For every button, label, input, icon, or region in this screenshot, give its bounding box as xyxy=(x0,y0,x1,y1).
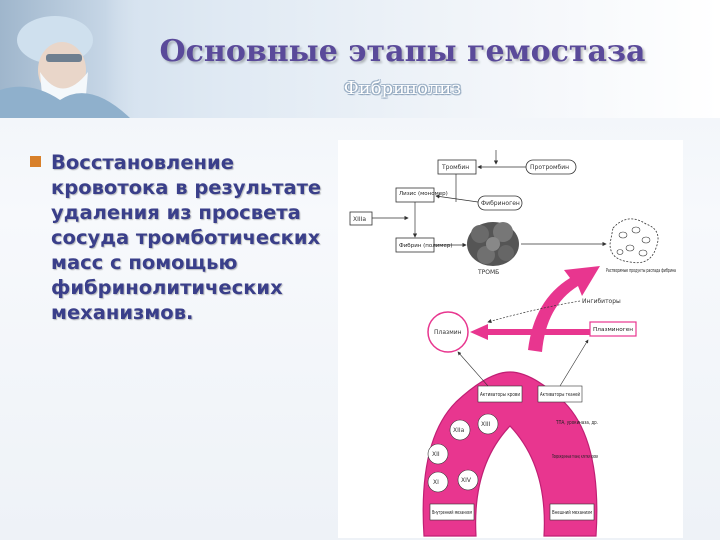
factor-xiii-circle xyxy=(477,413,499,435)
factor-xiiia-label: XIIIa xyxy=(353,216,366,223)
factor-xi-label: XI xyxy=(433,479,439,486)
plasmin-circle xyxy=(427,311,469,353)
slide-title: Основные этапы гемостаза xyxy=(159,34,646,69)
blood-activators-box xyxy=(477,385,523,403)
degradation-label: Растворимые продукты распада фибрина xyxy=(606,268,676,274)
factor-xiii-label: XIII xyxy=(481,421,491,428)
factor-xiia-circle xyxy=(449,419,471,441)
fibrinolysis-diagram-svg: Тромбин Протромбин Лизис (мономер) Фибри… xyxy=(349,150,676,537)
activation-vessel-shape xyxy=(422,371,598,537)
plasminogen-label: Плазминоген xyxy=(593,327,633,333)
plasmin-action-arrow xyxy=(528,266,600,352)
surgeon-photo xyxy=(0,0,150,118)
factor-xii-label: XII xyxy=(432,451,440,458)
fibrinolysis-diagram: Тромбин Протромбин Лизис (мономер) Фибри… xyxy=(338,140,683,538)
factor-xiv-circle xyxy=(457,469,479,491)
slide-subtitle: Фибринолиз xyxy=(343,78,462,99)
thrombin-label: Тромбин xyxy=(441,164,469,171)
thrombus-label: ТРОМБ xyxy=(477,269,499,276)
fibrin-lysis-label: Лизис (мономер) xyxy=(399,191,448,197)
factor-xiia-label: XIIa xyxy=(453,427,465,434)
factor-xiv-label: XIV xyxy=(461,477,472,484)
plasminogen-to-plasmin-arrow xyxy=(470,324,590,340)
bullet-text: Восстановление кровотока в результате уд… xyxy=(51,151,322,324)
surgeon-image xyxy=(0,0,150,118)
intrinsic-mechanism-box xyxy=(429,503,475,521)
damaged-tissue-label: Поврежденные ткани, клетки крови xyxy=(552,454,598,460)
extrinsic-mechanism-box xyxy=(549,503,595,521)
thrombin-box xyxy=(437,159,477,175)
prothrombin-label: Протромбин xyxy=(530,164,569,171)
bullet-item: Восстановление кровотока в результате уд… xyxy=(30,150,330,325)
thrombus-clot-icon xyxy=(467,222,519,266)
fibrinogen-label: Фибриноген xyxy=(481,200,520,207)
factor-xiiia-box xyxy=(349,211,373,226)
tissue-activators-label: Активаторы тканей xyxy=(540,391,580,398)
factor-xi-circle xyxy=(427,471,449,493)
fibrin-polymer-label: Фибрин (полимер) xyxy=(399,243,452,249)
bullet-square-icon xyxy=(30,156,41,167)
blood-activators-label: Активаторы крови xyxy=(480,392,520,398)
fibrinogen-box xyxy=(477,195,523,211)
intrinsic-mechanism-label: Внутренний механизм xyxy=(432,509,472,516)
factor-xii-circle xyxy=(427,443,449,465)
tissue-agents-label: ТПА, урокиназа, др. xyxy=(555,420,598,426)
degradation-products-icon xyxy=(609,218,659,264)
inhibitors-label: Ингибиторы xyxy=(582,298,621,305)
plasmin-label: Плазмин xyxy=(434,329,462,336)
extrinsic-mechanism-label: Внешний механизм xyxy=(552,509,592,516)
